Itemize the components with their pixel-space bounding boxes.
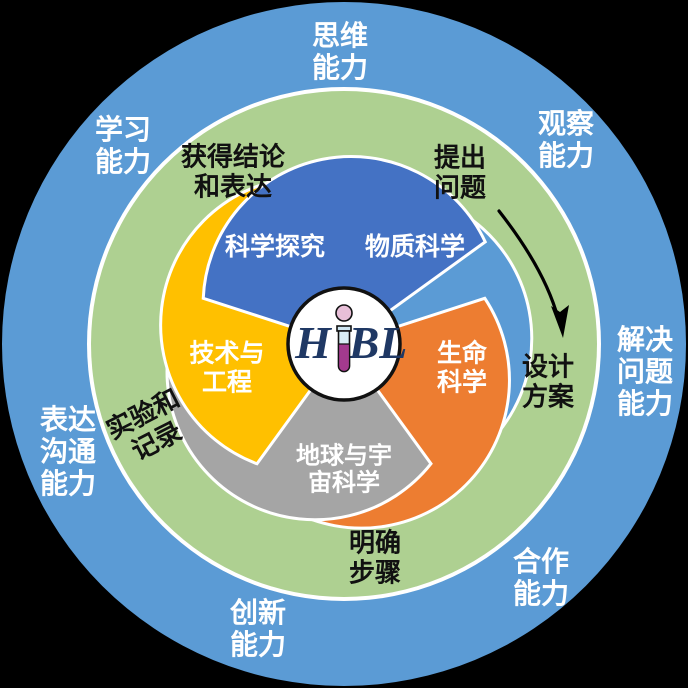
test-tube-icon <box>335 304 353 373</box>
logo-letters-bl: BL <box>348 317 408 368</box>
pie-segment-scientific-inquiry[interactable] <box>198 118 500 376</box>
logo-letter-h: H <box>294 317 332 368</box>
flow-arrow-icon <box>497 209 569 338</box>
